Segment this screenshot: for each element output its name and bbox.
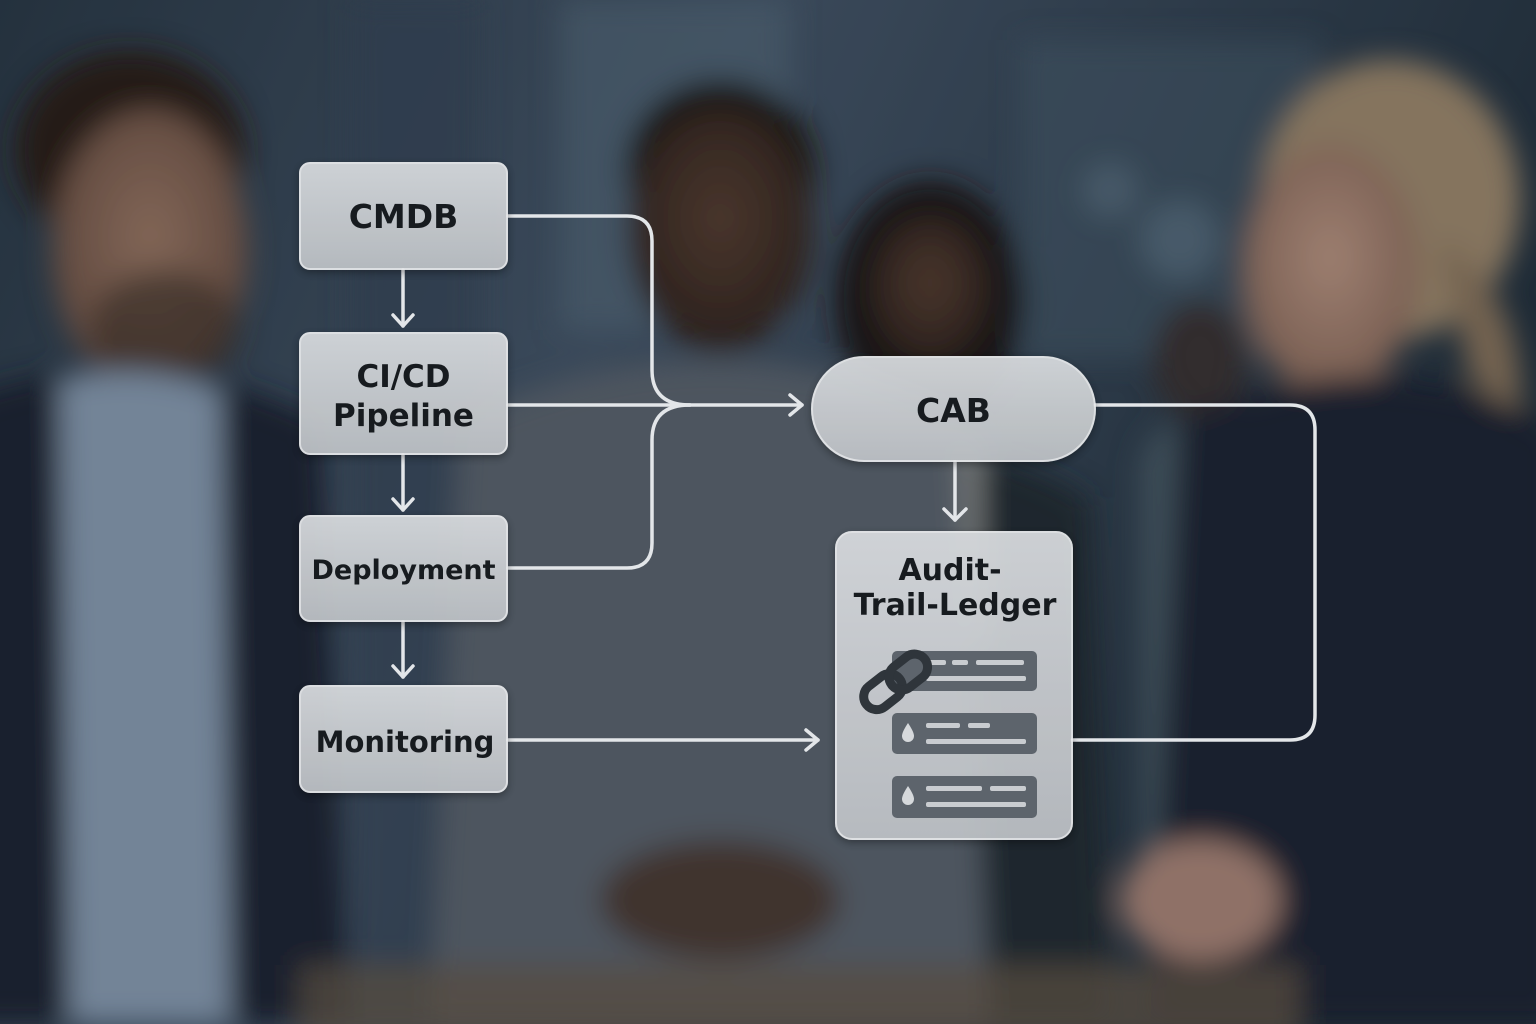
edge-cicd-to-cab-arrowhead — [788, 393, 804, 417]
drop-icon — [902, 723, 914, 742]
edge-deployment-to-cab — [506, 403, 692, 570]
node-ledger-label-line1: Audit- — [898, 553, 1001, 588]
node-cicd-label-line2: Pipeline — [333, 398, 474, 434]
node-cmdb: CMDB — [299, 162, 508, 270]
ledger-entry — [892, 713, 1037, 754]
node-deployment-label: Deployment — [311, 555, 495, 586]
drop-icon — [902, 786, 914, 805]
edge-cicd-to-deployment-arrowhead — [391, 497, 415, 512]
edge-deployment-to-monitoring-arrowhead — [391, 664, 415, 679]
node-deployment: Deployment — [299, 515, 508, 622]
node-cicd-pipeline: CI/CD Pipeline — [299, 332, 508, 455]
node-cab: CAB — [811, 356, 1096, 462]
node-monitoring: Monitoring — [299, 685, 508, 793]
chain-link-icon — [859, 649, 933, 715]
edge-cab-loop-to-ledger — [1070, 403, 1317, 742]
edge-monitoring-to-ledger-arrowhead — [804, 728, 820, 752]
node-ledger-label-line2: Trail-Ledger — [854, 588, 1057, 623]
node-cab-label: CAB — [916, 391, 991, 430]
node-cicd-label-line1: CI/CD — [356, 359, 450, 395]
node-cmdb-label: CMDB — [349, 197, 459, 236]
edge-cab-to-ledger-arrowhead — [942, 507, 968, 522]
ledger-entry — [892, 776, 1037, 818]
edge-cmdb-to-cab — [506, 214, 692, 407]
edge-cmdb-to-cicd-arrowhead — [391, 313, 415, 328]
node-monitoring-label: Monitoring — [316, 725, 495, 759]
node-audit-trail-ledger: Audit- Trail-Ledger — [835, 531, 1073, 840]
